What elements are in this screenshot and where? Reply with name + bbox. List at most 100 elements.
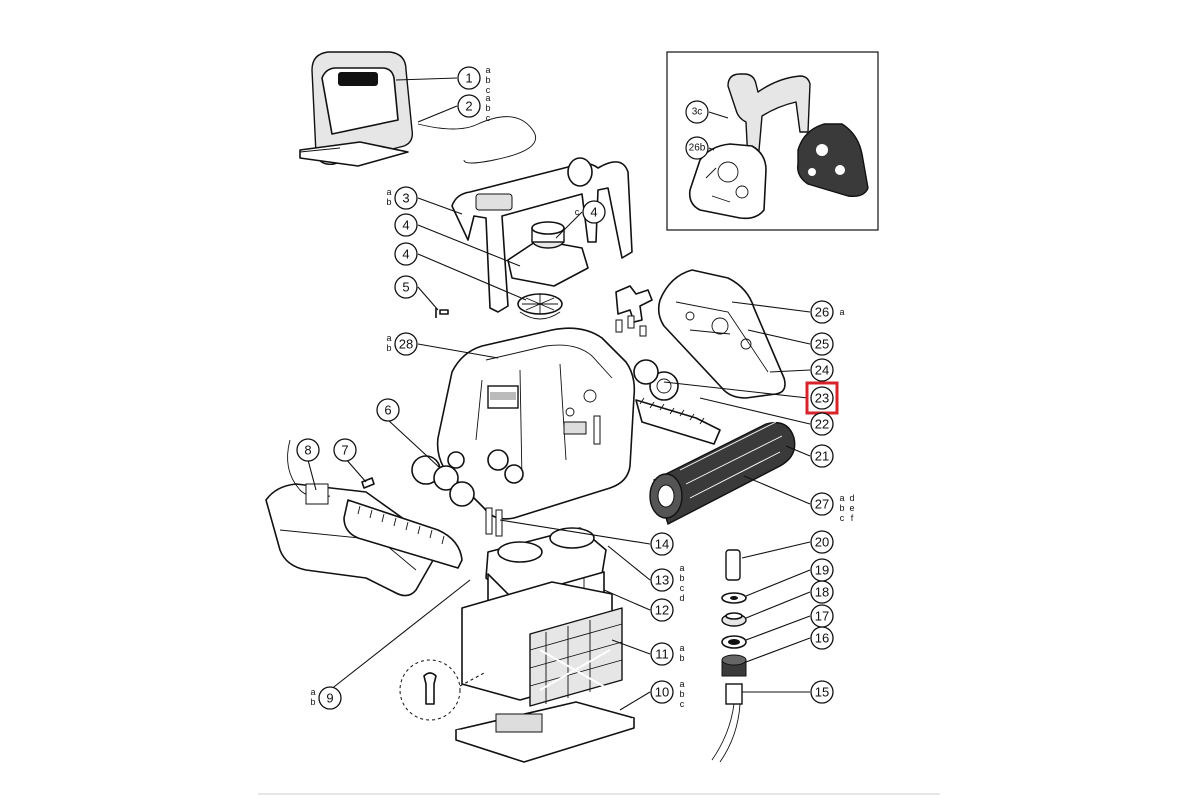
inset-panel: 3c 26b [666,51,879,231]
detail-circle [399,659,487,721]
callout-label: 4 [590,205,597,220]
callout-label: 3c [692,107,703,118]
callout-sub: c [575,207,580,217]
callout-23-highlighted: 23 [805,381,839,415]
svg-text:a: a [679,563,684,573]
callout-22: 22 [810,412,834,436]
callout-label: 27 [815,497,829,512]
callout-10: 10 abc [650,679,685,709]
callout-label: 4 [402,247,409,262]
impeller-drawing [507,221,589,320]
callout-26: 26 a [810,300,845,324]
svg-text:c: c [680,699,685,709]
callout-label: 3 [402,191,409,206]
svg-text:f: f [851,513,854,523]
callout-label: 26b [689,143,706,154]
svg-text:c: c [680,583,685,593]
callout-1: 1 abc [457,65,491,95]
leader-lines [307,77,811,711]
svg-text:e: e [849,503,854,513]
filter-drawing [455,507,635,763]
side-plate-drawing [615,269,786,399]
callout-label: 13 [655,573,669,588]
callout-label: 4 [402,218,409,233]
right-drive-drawing [633,359,721,445]
svg-text:a: a [679,643,684,653]
callout-label: 19 [815,563,829,578]
callout-16: 16 [810,626,834,650]
callout-label: 1 [465,71,472,86]
callout-26b: 26b [685,136,709,160]
svg-text:b: b [386,343,391,353]
svg-text:a: a [485,93,490,103]
callout-17: 17 [810,604,834,628]
callout-label: 20 [815,535,829,550]
callout-label: 14 [655,537,669,552]
callout-3: 3 ab [386,186,418,210]
callout-11: 11 ab [650,642,685,666]
callout-label: 26 [815,305,829,320]
swivel-parts-drawing [711,549,747,763]
svg-text:b: b [310,697,315,707]
callout-label: 23 [815,391,829,406]
callout-19: 19 [810,558,834,582]
svg-text:a: a [679,679,684,689]
svg-text:b: b [679,689,684,699]
callout-24: 24 [810,358,834,382]
callout-label: 15 [815,685,829,700]
callout-15: 15 [810,680,834,704]
callout-label: 16 [815,631,829,646]
callout-6: 6 [376,398,400,422]
callout-label: 2 [465,99,472,114]
svg-text:d: d [679,593,684,603]
screw-drawing [435,308,449,318]
callout-label: 9 [326,691,333,706]
callout-label: 10 [655,685,669,700]
callout-label: 21 [815,449,829,464]
svg-text:b: b [485,103,490,113]
svg-text:c: c [486,85,491,95]
callout-label: 25 [815,337,829,352]
callout-4c: 4 c [575,200,606,224]
callout-label: 5 [402,280,409,295]
callout-label: 11 [655,647,669,662]
svg-text:b: b [485,75,490,85]
svg-text:d: d [849,493,854,503]
main-body-drawing [436,327,636,520]
svg-text:a: a [310,687,315,697]
callout-5: 5 [394,275,418,299]
callout-4-top: 4 [394,213,418,237]
callout-13: 13 ab cd [650,563,685,603]
callout-label: 18 [815,585,829,600]
brush-drawing [649,421,796,526]
callout-label: 6 [384,403,391,418]
callout-label: 28 [399,337,413,352]
svg-text:a: a [386,187,391,197]
callout-20: 20 [810,530,834,554]
svg-text:c: c [840,513,845,523]
svg-text:c: c [486,113,491,123]
callout-4-bottom: 4 [394,242,418,266]
callout-7: 7 [333,438,357,462]
callout-28: 28 ab [386,332,418,356]
handle-drawing [451,157,633,313]
callout-2: 2 abc [457,93,491,123]
callout-sub: a [839,307,844,317]
callout-label: 22 [815,417,829,432]
svg-text:a: a [485,65,490,75]
svg-text:a: a [386,333,391,343]
callout-8: 8 [296,438,320,462]
callout-12: 12 [650,598,674,622]
callout-label: 24 [815,363,829,378]
callout-3c: 3c [685,100,709,124]
callout-14: 14 [650,532,674,556]
callout-label: 7 [341,443,348,458]
svg-text:b: b [679,653,684,663]
left-drive-drawing [265,439,475,597]
svg-text:b: b [679,573,684,583]
svg-text:b: b [839,503,844,513]
callout-label: 12 [655,603,669,618]
svg-text:b: b [386,197,391,207]
